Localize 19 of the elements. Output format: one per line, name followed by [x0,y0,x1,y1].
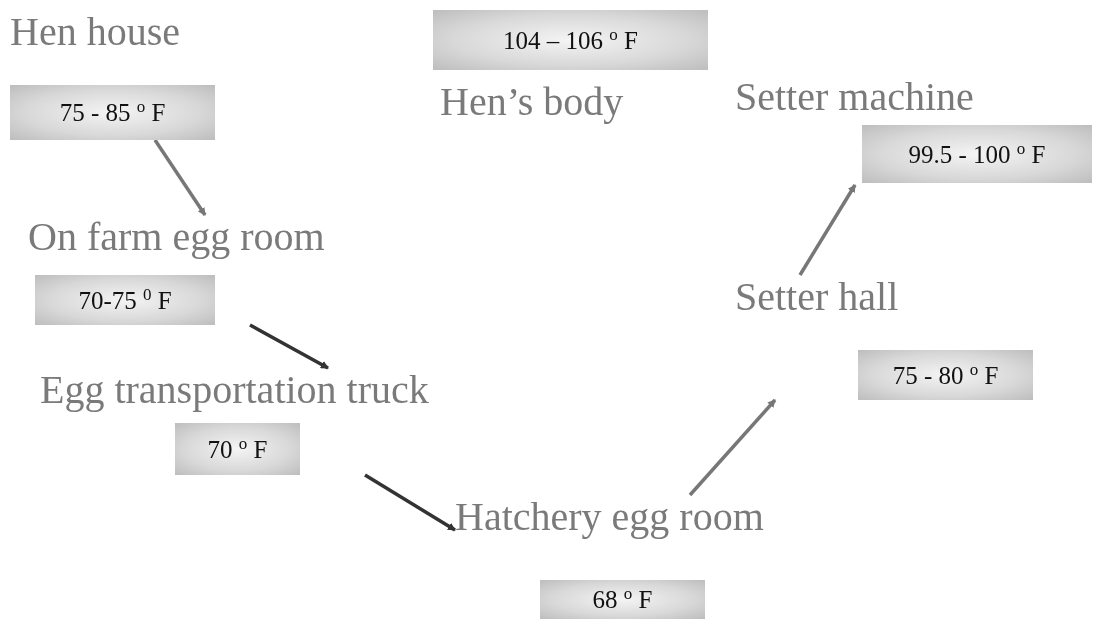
arrow [153,139,207,216]
arrow [364,473,456,532]
arrow [688,398,777,497]
location-name: Hen’s body [440,80,624,124]
arrow [249,323,329,370]
location-name: Setter machine [735,75,974,119]
arrow [798,184,857,276]
location-name: On farm egg room [28,215,325,259]
location-name: Egg transportation truck [40,368,429,412]
temperature-label: 99.5 - 100 $^{o}$ F [908,138,1046,170]
temperature-label: 68 $^{o}$ F [592,584,653,615]
temperature-label: 104 – 106 $^{o}$ F [503,24,638,56]
location-name: Hatchery egg room [455,495,764,539]
temperature-label: 75 - 80 $^{o}$ F [892,359,999,391]
location-name: Hen house [10,10,180,54]
temperature-label: 70 $^{o}$ F [207,433,268,465]
location-name: Setter hall [735,275,899,319]
temperature-label: 70-75 $^{0}$ F [78,284,172,316]
temperature-label: 75 - 85 $^{o}$ F [59,97,166,128]
